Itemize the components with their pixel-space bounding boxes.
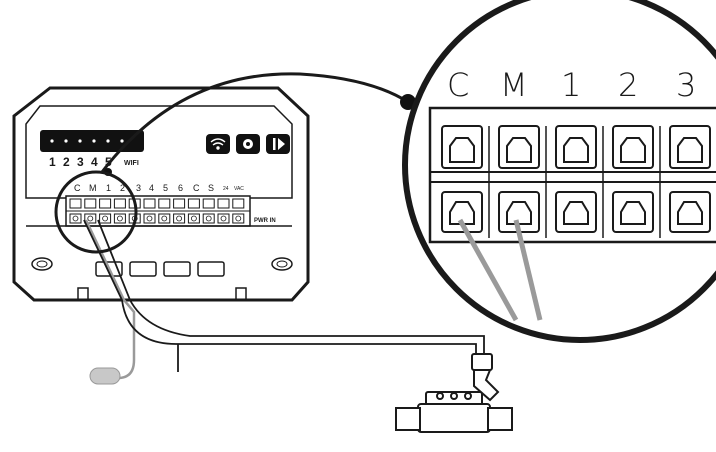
zoom-terminal-slot (612, 125, 661, 238)
pwr-in-label: PWR IN (254, 218, 276, 224)
terminal-slot (202, 198, 215, 224)
zoom-terminal-label: 3 (676, 66, 696, 104)
zoom-terminal-label: C (447, 66, 469, 104)
zoom-terminal-label: 1 (561, 66, 581, 104)
terminal-label: 1 (106, 183, 111, 193)
play-pause-button[interactable] (266, 134, 290, 154)
wifi-icon (210, 138, 226, 150)
wifi-button[interactable] (206, 134, 230, 154)
terminal-slot (143, 198, 156, 224)
zone-number: 1 (49, 155, 56, 169)
controller-unit: 1 2 3 4 5 WIFI (12, 86, 310, 302)
solenoid-valve (395, 353, 513, 433)
terminal-label: C (74, 183, 81, 193)
zoom-terminal-slot (441, 125, 490, 238)
terminal-label: 5 (163, 183, 168, 193)
zone-number: 4 (91, 155, 98, 169)
led-bar (40, 130, 144, 152)
terminal-label: 2 (120, 183, 125, 193)
terminal-label: 4 (149, 183, 154, 193)
terminal-label: 24 (223, 186, 229, 192)
terminal-label: C (193, 183, 200, 193)
zone-number: 3 (77, 155, 84, 169)
zoom-terminal-slot (498, 125, 547, 238)
zoom-wires (457, 218, 543, 322)
rain-sensor (89, 367, 121, 385)
zoom-terminal-label: 2 (618, 66, 638, 104)
valve-wires (83, 219, 485, 372)
zoom-terminal-label: M (500, 66, 528, 104)
zone-number: 2 (63, 155, 70, 169)
terminal-slot (113, 198, 126, 224)
terminal-slot (232, 198, 245, 224)
terminal-label: M (89, 183, 97, 193)
terminal-label: S (208, 183, 214, 193)
terminal-label: 3 (136, 183, 141, 193)
zoom-callout (54, 72, 416, 254)
gear-icon (243, 139, 253, 149)
zoom-circle: C M 1 2 3 (402, 0, 716, 343)
terminal-label: VAC (234, 186, 244, 192)
terminal-labels: C M 1 2 3 4 5 6 C S 24 VAC (74, 183, 244, 193)
sensor-wire (84, 219, 136, 380)
zoom-terminal-slot (555, 125, 604, 238)
terminal-slot (187, 198, 200, 224)
settings-button[interactable] (236, 134, 260, 154)
play-pause-icon (273, 138, 285, 150)
terminal-slot (217, 198, 230, 224)
zoom-terminal-block (441, 125, 711, 238)
terminal-label: 6 (178, 183, 183, 193)
zoom-labels: C M 1 2 3 (447, 66, 696, 104)
zoom-terminal-slot (669, 125, 711, 233)
terminal-block (69, 198, 245, 224)
terminal-slot (99, 198, 112, 224)
terminal-slot (69, 198, 82, 224)
terminal-slot (173, 198, 186, 224)
terminal-slot (158, 198, 171, 224)
wifi-label: WIFI (124, 160, 139, 167)
terminal-slot (84, 198, 97, 224)
